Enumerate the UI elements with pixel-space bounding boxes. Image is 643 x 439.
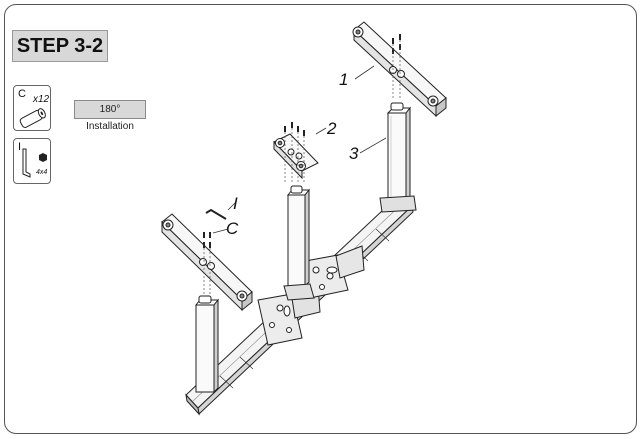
- screw-set: [203, 34, 401, 248]
- callout-c: C: [226, 219, 239, 238]
- motor-plate-left: [257, 293, 303, 346]
- foot-left: [161, 213, 253, 301]
- part-c-box: C x12: [13, 85, 51, 131]
- leg-2: [287, 194, 306, 287]
- screw-icon: [19, 108, 46, 128]
- callout-1: 1: [339, 70, 349, 89]
- callout-i: I: [233, 194, 238, 213]
- installation-note: 180° Installation: [74, 100, 146, 132]
- hex-key-icon: [22, 148, 47, 178]
- step-title: STEP 3-2: [12, 30, 108, 62]
- part-quantity: x12: [33, 94, 50, 105]
- instruction-panel: [4, 4, 637, 434]
- part-quantity: 4x4: [36, 169, 48, 176]
- leg-left: [195, 304, 215, 393]
- part-letter: C: [18, 88, 26, 100]
- part-letter: I: [18, 141, 22, 153]
- hex-key-icon: [205, 208, 227, 220]
- callout-2: 2: [327, 119, 337, 138]
- leg-3: [387, 112, 407, 201]
- part-i-box: I 4x4: [13, 138, 51, 184]
- callout-3: 3: [349, 144, 359, 163]
